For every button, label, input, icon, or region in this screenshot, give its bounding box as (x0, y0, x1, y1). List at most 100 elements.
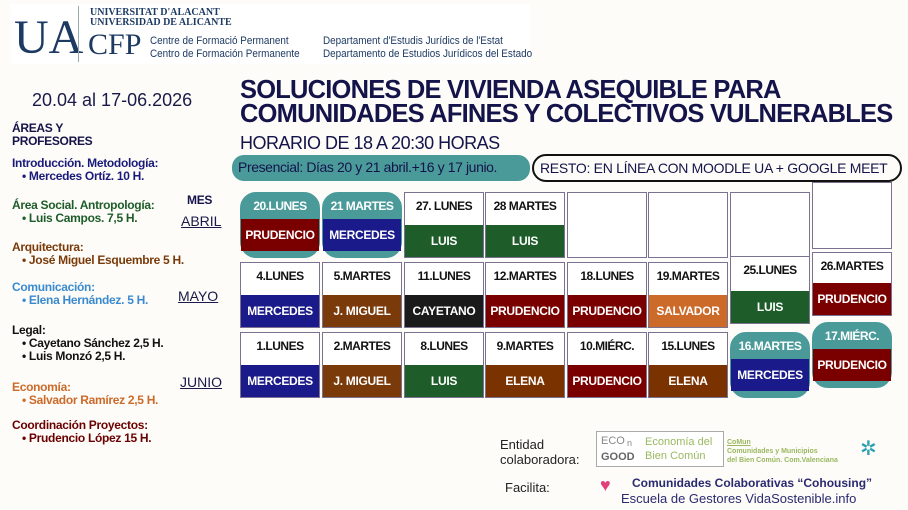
teacher-badge: J. MIGUEL (323, 365, 401, 397)
calendar-empty-cell (730, 192, 810, 258)
calendar-day: 16.MARTES MERCEDES (730, 332, 810, 398)
calendar-day: 5.MARTES J. MIGUEL (322, 262, 402, 328)
calendar-day: 17.MIÉRC.PRUDENCIO (812, 322, 892, 388)
area-item: Arquitectura:• José Miguel Esquembre 5 H… (12, 241, 184, 267)
calendar-empty-cell (567, 192, 647, 258)
area-item: Área Social. Antropología:• Luis Campos.… (12, 198, 155, 225)
calendar-empty-cell (648, 192, 728, 258)
day-label: 25.LUNES (743, 263, 797, 277)
month-june: JUNIO (180, 374, 222, 390)
day-label: 18.LUNES (580, 269, 634, 283)
calendar-day: 25.LUNES LUIS (730, 256, 810, 324)
dept-name-es: Departamento de Estudios Jurídicos del E… (323, 48, 533, 60)
area-name: Comunicación: (12, 280, 95, 294)
calendar-day: 20.LUNES PRUDENCIO (240, 192, 320, 258)
econ-good-logo: ECO n GOOD Economía del Bien Común (596, 431, 724, 467)
calendar-day: 1.LUNES MERCEDES (240, 332, 320, 398)
school-name: Escuela de Gestores VidaSostenible.info (621, 491, 857, 506)
calendar-day: 12.MARTES PRUDENCIO (485, 262, 565, 328)
teacher-item: • Luis Campos. 7,5 H. (22, 211, 138, 225)
teacher-item: • Mercedes Ortíz. 10 H. (22, 169, 145, 183)
dandelion-icon: ✲ (860, 438, 877, 460)
day-label: 12.MARTES (493, 269, 557, 283)
day-label: 20.LUNES (253, 199, 307, 213)
teacher-badge: LUIS (405, 225, 483, 257)
ua-logo: UA (14, 11, 84, 64)
online-badge: RESTO: EN LÍNEA CON MOODLE UA + GOOGLE M… (532, 154, 902, 182)
cfp-name-ca: Centre de Formació Permanent (150, 35, 289, 47)
teacher-item: • Prudencio López 15 H. (22, 431, 152, 445)
teacher-badge: PRUDENCIO (813, 283, 891, 315)
cohousing-heart-icon: ♥ (600, 475, 611, 495)
area-name: Coordinación Proyectos: (12, 418, 148, 432)
teacher-badge: LUIS (486, 225, 564, 257)
teacher-badge: J. MIGUEL (323, 295, 401, 327)
day-label: 19.MARTES (656, 269, 720, 283)
teacher-badge: PRUDENCIO (568, 365, 646, 397)
teacher-badge: MERCEDES (731, 359, 809, 391)
day-label: 28 MARTES (493, 199, 557, 213)
day-label: 27. LUNES (415, 199, 473, 213)
teacher-item: • Luis Monzó 2,5 H. (22, 349, 126, 363)
teacher-badge: SALVADOR (649, 295, 727, 327)
comun-logo: CoMun Comunidades y Municipios del Bien … (727, 439, 838, 464)
schedule-hours: HORARIO DE 18 A 20:30 HORAS (240, 133, 500, 153)
day-label: 1.LUNES (256, 339, 304, 353)
area-name: Arquitectura: (12, 240, 84, 254)
cohousing-title: Comunidades Colaborativas “Cohousing” (632, 476, 873, 490)
teacher-badge: MERCEDES (241, 365, 319, 397)
header-banner (10, 4, 530, 64)
dept-name-ca: Departament d'Estudis Jurídics de l'Esta… (323, 35, 503, 47)
day-label: 8.LUNES (420, 339, 468, 353)
calendar-empty-cell (812, 182, 892, 249)
calendar-day: 10.MIÉRC. PRUDENCIO (567, 332, 647, 398)
teacher-badge: PRUDENCIO (568, 295, 646, 327)
calendar-day: 8.LUNES LUIS (404, 332, 484, 398)
area-item: Coordinación Proyectos:• Prudencio López… (12, 418, 152, 445)
area-name: Legal: (12, 323, 46, 337)
cfp-logo: CFP (88, 28, 142, 61)
month-may: MAYO (178, 288, 219, 304)
calendar-day: 18.LUNES PRUDENCIO (567, 262, 647, 328)
month-april: ABRIL (181, 213, 222, 229)
divider (78, 6, 79, 62)
teacher-item: • Elena Hernández. 5 H. (22, 293, 149, 307)
calendar-day: 28 MARTES LUIS (485, 192, 565, 258)
area-name: Área Social. Antropología: (12, 198, 155, 212)
teacher-badge: LUIS (731, 291, 809, 323)
course-dates: 20.04 al 17-06.2026 (32, 90, 193, 110)
day-label: 10.MIÉRC. (579, 339, 635, 353)
day-label: 21 MARTES (330, 199, 394, 213)
area-item: Introducción. Metodología:• Mercedes Ort… (12, 157, 158, 183)
teacher-badge: PRUDENCIO (241, 219, 319, 251)
day-label: 16.MARTES (738, 339, 802, 353)
month-heading: MES (187, 193, 213, 207)
calendar-day: 26.MARTES PRUDENCIO (812, 252, 892, 316)
calendar-day: 19.MARTES SALVADOR (648, 262, 728, 328)
day-label: 4.LUNES (256, 269, 304, 283)
teacher-badge: ELENA (649, 365, 727, 397)
day-label: 26.MARTES (820, 259, 884, 273)
area-item: Legal:• Cayetano Sánchez 2,5 H.• Luis Mo… (12, 323, 164, 363)
facilitator-label: Facilita: (505, 480, 550, 495)
day-label: 2.MARTES (333, 339, 391, 353)
calendar-day: 21 MARTES MERCEDES (322, 192, 402, 258)
teacher-badge: LUIS (405, 365, 483, 397)
teacher-badge: PRUDENCIO (486, 295, 564, 327)
day-label: 11.LUNES (417, 269, 471, 283)
teacher-item: • Salvador Ramírez 2,5 H. (22, 393, 159, 407)
area-name: Introducción. Metodología: (12, 156, 159, 170)
calendar-day: 27. LUNES LUIS (404, 192, 484, 258)
teacher-badge: MERCEDES (323, 219, 401, 251)
area-item: Comunicación:• Elena Hernández. 5 H. (12, 281, 148, 307)
day-label: 9.MARTES (496, 339, 554, 353)
teacher-item: • Cayetano Sánchez 2,5 H. (22, 336, 164, 350)
day-label: 5.MARTES (333, 269, 391, 283)
calendar-day: 11.LUNES CAYETANO (404, 262, 484, 328)
teacher-badge: CAYETANO (405, 295, 483, 327)
